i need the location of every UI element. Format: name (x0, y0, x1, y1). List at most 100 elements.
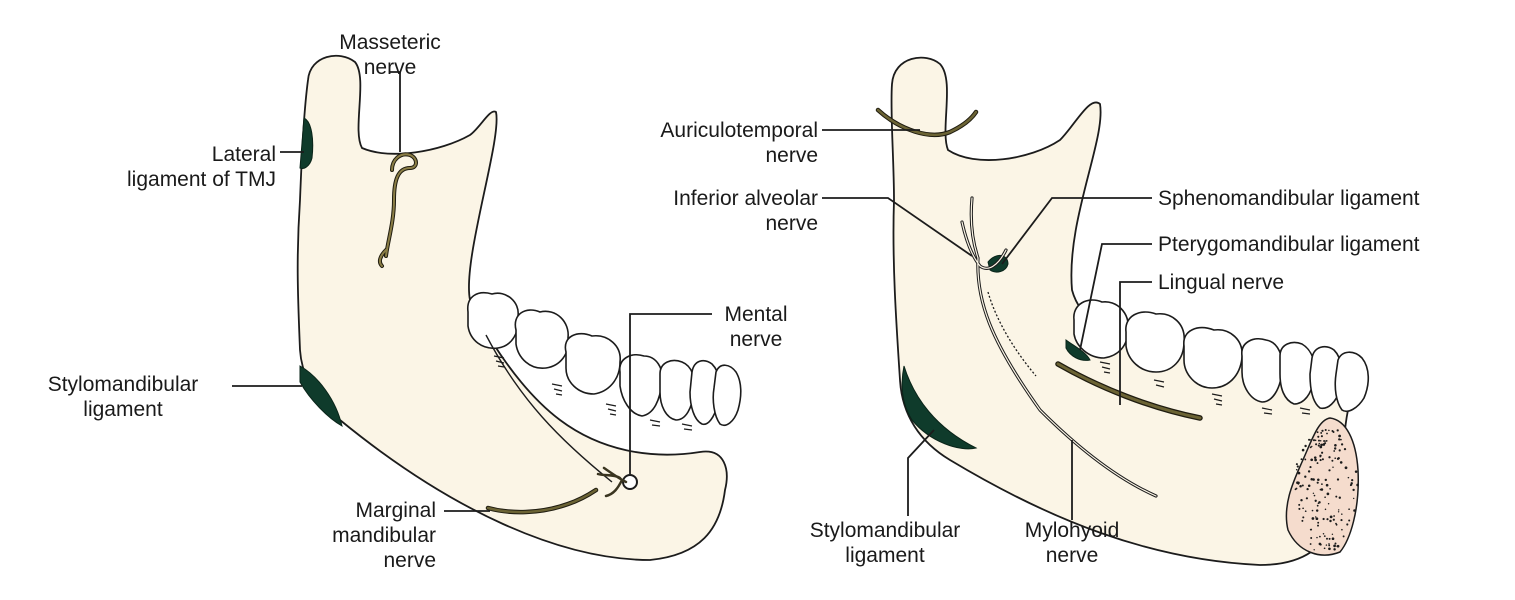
speckle-dot (1340, 443, 1344, 446)
speckle-dot (1337, 511, 1340, 513)
speckle-dot (1317, 502, 1320, 504)
speckle-dot (1333, 544, 1336, 548)
right-molar-1 (1183, 326, 1243, 389)
speckle-dot (1319, 439, 1322, 442)
left-lateral-ligament-tmj (299, 117, 314, 169)
speckle-dot (1301, 519, 1304, 522)
left-stylomandibular-ligament (299, 365, 343, 428)
label-mental-nerve: Mental nerve (724, 303, 788, 351)
speckle-dot (1324, 428, 1327, 432)
right-stylomandibular-ligament (901, 365, 978, 450)
speckle-dot (1323, 547, 1326, 550)
left-marginal-mandibular-nerve (485, 487, 599, 515)
speckle-dot (1310, 458, 1314, 462)
speckle-dot (1321, 483, 1323, 485)
speckle-dot (1304, 458, 1307, 461)
label-lingual-nerve: Lingual nerve (1158, 271, 1285, 294)
speckle-dot (1320, 443, 1323, 447)
mylohyoid-groove (987, 291, 1037, 377)
right-premolar-2 (1241, 338, 1284, 403)
speckle-dot (1315, 509, 1319, 512)
label-mylohyoid-nerve: Mylohyoid nerve (1024, 519, 1120, 567)
speckle-dot (1317, 521, 1320, 524)
label-lateral-ligament-tmj: Lateral ligament of TMJ (127, 143, 276, 191)
speckle-dot (1298, 503, 1301, 506)
speckle-dot (1332, 466, 1334, 468)
speckle-dot (1350, 482, 1353, 485)
speckle-dot (1341, 513, 1343, 515)
speckle-dot (1309, 439, 1312, 441)
speckle-dot (1305, 497, 1309, 500)
speckle-dot (1334, 457, 1337, 460)
speckle-dot (1332, 518, 1335, 521)
speckle-dot (1309, 466, 1312, 469)
speckle-dot (1328, 469, 1331, 472)
speckle-dot (1338, 434, 1341, 438)
speckle-dot (1312, 492, 1315, 495)
speckle-dot (1331, 533, 1334, 536)
speckle-dot (1297, 471, 1301, 475)
speckle-dot (1327, 502, 1330, 505)
speckle-dot (1338, 496, 1341, 499)
leader-stylomandibular-right (907, 429, 935, 516)
speckle-dot (1336, 545, 1339, 548)
speckle-dot (1347, 476, 1350, 479)
leader-pterygomandibular (1079, 243, 1152, 351)
speckle-dot (1295, 487, 1298, 490)
speckle-dot (1329, 515, 1333, 519)
speckle-dot (1343, 447, 1347, 451)
speckle-dot (1312, 478, 1315, 481)
speckle-dot (1346, 523, 1349, 526)
right-molar-2 (1125, 311, 1185, 373)
label-masseteric-nerve: Masseteric nerve (339, 31, 441, 79)
speckle-dot (1295, 468, 1298, 471)
speckle-dot (1316, 481, 1319, 484)
speckle-dot (1331, 459, 1334, 462)
left-internal-oblique-line (485, 334, 613, 483)
left-mental-nerve (596, 466, 638, 498)
speckle-dot (1323, 440, 1326, 442)
speckle-dot (1326, 492, 1330, 496)
speckle-dot (1352, 497, 1355, 500)
left-premolar-2 (619, 354, 664, 417)
speckle-dot (1332, 431, 1335, 433)
speckle-dot (1336, 478, 1340, 481)
speckle-dot (1312, 439, 1316, 442)
speckle-dot (1354, 470, 1358, 473)
right-incisor (1334, 351, 1370, 413)
lingual-nerve (1055, 361, 1203, 421)
left-tooth-roots (493, 355, 693, 431)
speckle-dot (1320, 431, 1323, 434)
label-auriculotemporal-nerve: Auriculotemporal nerve (660, 119, 818, 167)
speckle-dot (1328, 544, 1331, 547)
speckle-dot (1299, 485, 1302, 488)
speckle-dot (1301, 484, 1304, 487)
speckle-dot (1318, 442, 1321, 445)
left-premolar-1 (659, 359, 696, 421)
speckle-dot (1319, 445, 1323, 449)
speckle-dot (1301, 448, 1305, 452)
speckle-dot (1328, 429, 1330, 432)
speckle-dot (1310, 537, 1313, 539)
leader-sphenomandibular (1001, 197, 1152, 265)
speckle-dot (1316, 431, 1319, 434)
speckle-dot (1328, 456, 1331, 459)
speckle-dot (1318, 542, 1322, 546)
speckle-dot (1321, 429, 1324, 432)
speckle-dot (1316, 504, 1319, 507)
speckle-dot (1309, 543, 1312, 545)
speckle-dot (1316, 462, 1319, 465)
speckle-dot (1311, 509, 1314, 512)
speckle-dot (1326, 518, 1329, 521)
speckle-dot (1317, 435, 1320, 438)
inferior-alveolar-nerve (960, 196, 1158, 498)
speckle-dot (1315, 517, 1319, 521)
speckle-dot (1314, 458, 1317, 462)
speckle-dot (1310, 528, 1313, 531)
speckle-dot (1319, 488, 1322, 491)
speckle-dot (1329, 488, 1331, 490)
speckle-dot (1318, 439, 1320, 442)
speckle-dot (1320, 435, 1323, 438)
speckle-dot (1296, 481, 1299, 485)
speckle-dot (1331, 537, 1335, 541)
